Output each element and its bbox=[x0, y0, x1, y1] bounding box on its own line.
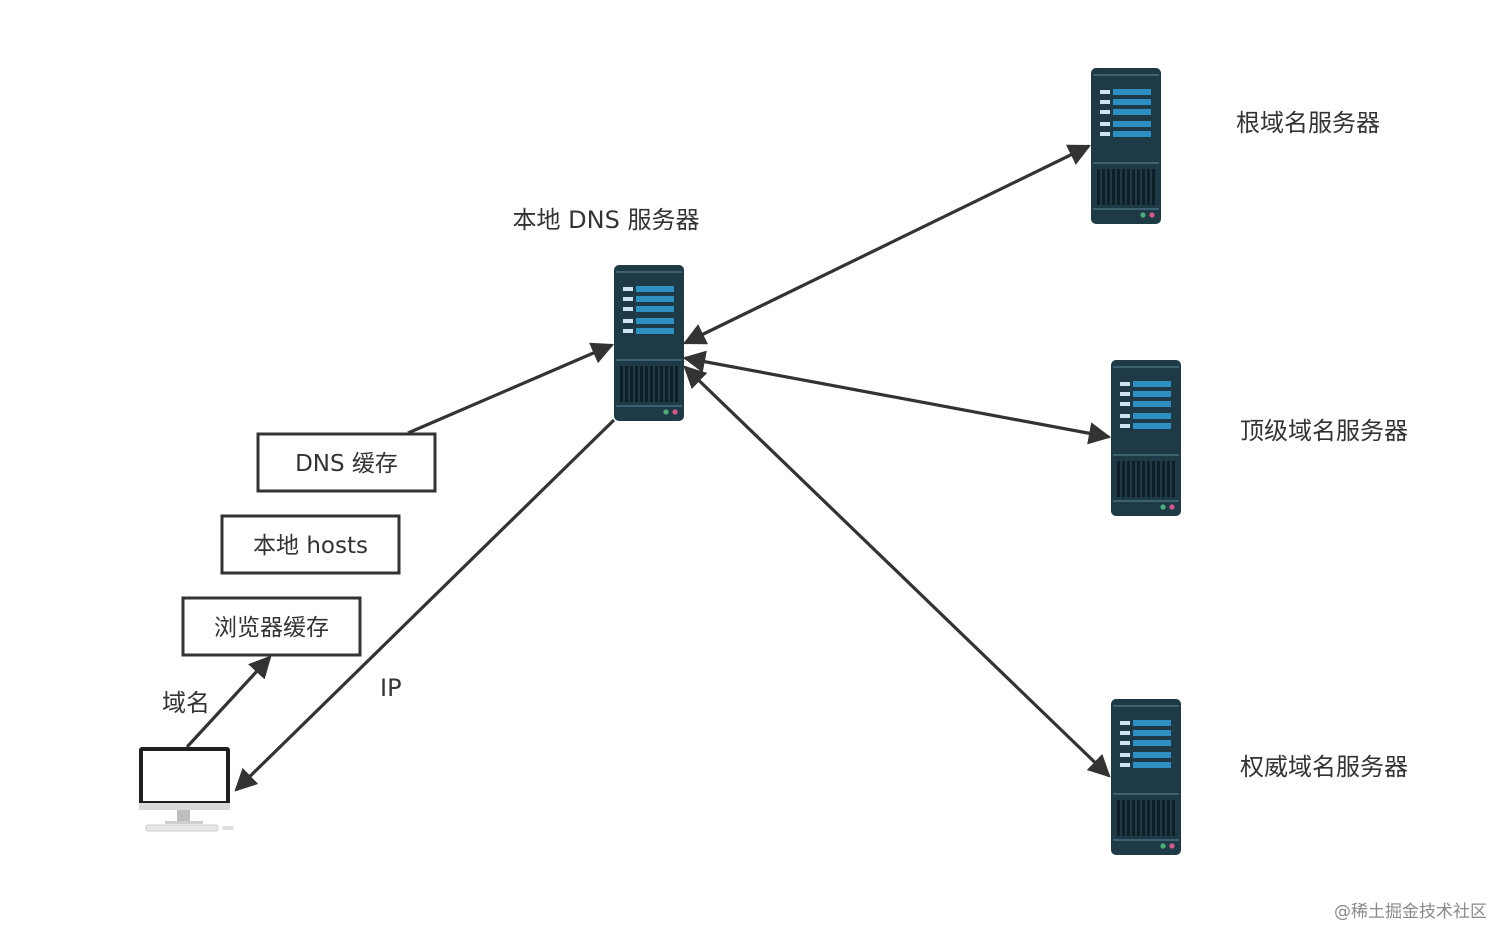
edge-local-dns-authoritative bbox=[683, 365, 1111, 778]
edge-local-dns-to-computer-ip bbox=[234, 418, 616, 792]
hosts-label: 本地 hosts bbox=[253, 533, 368, 559]
local-dns-label: 本地 DNS 服务器 bbox=[513, 206, 700, 234]
server-icon bbox=[1111, 360, 1181, 516]
server-icon bbox=[1091, 68, 1161, 224]
server-icon bbox=[1111, 699, 1181, 855]
ip-label: IP bbox=[380, 674, 402, 702]
edge-computer-domain bbox=[185, 655, 272, 749]
root-server-label: 根域名服务器 bbox=[1236, 109, 1380, 137]
server-icon bbox=[614, 265, 684, 421]
dns-cache-box bbox=[256, 432, 437, 493]
browser-cache-label: 浏览器缓存 bbox=[214, 615, 329, 641]
dns-cache-label: DNS 缓存 bbox=[295, 451, 398, 477]
authoritative-server-label: 权威域名服务器 bbox=[1240, 753, 1408, 781]
domain-label: 域名 bbox=[162, 689, 210, 717]
watermark: @稀土掘金技术社区 bbox=[1334, 902, 1487, 922]
edge-local-dns-root bbox=[682, 144, 1092, 345]
hosts-box bbox=[220, 514, 401, 575]
edge-cache-to-local-dns bbox=[407, 342, 615, 435]
computer-icon bbox=[139, 747, 234, 832]
tld-server-label: 顶级域名服务器 bbox=[1240, 417, 1408, 445]
edge-local-dns-tld bbox=[682, 350, 1112, 445]
browser-cache-box bbox=[181, 596, 362, 657]
